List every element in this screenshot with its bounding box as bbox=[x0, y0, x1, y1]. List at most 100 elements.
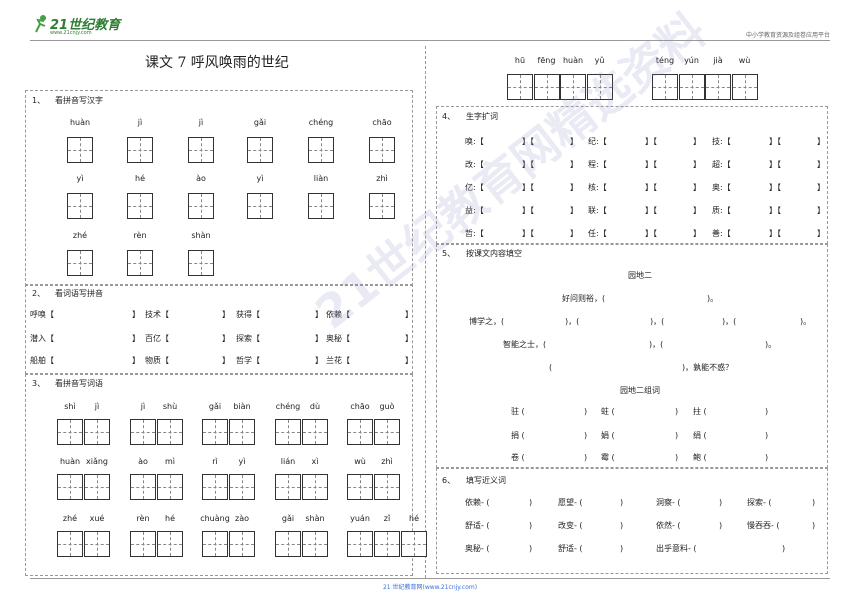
pinyin-label: huàn bbox=[562, 56, 584, 65]
bracket-mid: 】【 bbox=[645, 160, 657, 169]
column-divider bbox=[425, 46, 426, 578]
pinyin-label: hé bbox=[409, 514, 419, 523]
bracket-close: 】 bbox=[315, 334, 323, 343]
bracket-close: 】 bbox=[315, 310, 323, 319]
char-prompt: 任:【 bbox=[588, 229, 607, 238]
writing-cell bbox=[229, 419, 255, 445]
writing-cell bbox=[374, 474, 400, 500]
pinyin-label: zhé bbox=[62, 514, 78, 523]
writing-cell bbox=[130, 474, 156, 500]
pinyin-label: ào bbox=[138, 457, 148, 466]
writing-cell bbox=[202, 419, 228, 445]
blank-text: )。 bbox=[707, 294, 719, 303]
bracket-close: ) bbox=[584, 453, 588, 462]
bracket-close: ) bbox=[765, 453, 769, 462]
char-prompt: 纪:【 bbox=[588, 137, 607, 146]
bracket-close: ) bbox=[719, 498, 723, 507]
writing-cell bbox=[57, 419, 83, 445]
writing-cell bbox=[374, 419, 400, 445]
bracket-close: 】 bbox=[222, 310, 230, 319]
writing-cell bbox=[229, 474, 255, 500]
pinyin-label: huàn bbox=[69, 118, 91, 127]
char-prompt: 益:【 bbox=[465, 206, 484, 215]
s6-heading: 填写近义词 bbox=[466, 476, 506, 485]
word-prompt: 潜入【 bbox=[30, 334, 54, 343]
writing-cell bbox=[678, 74, 705, 100]
pinyin-label: gǎi bbox=[253, 118, 267, 127]
s2-heading: 看词语写拼音 bbox=[55, 289, 103, 298]
page-title: 课文 7 呼风唤雨的世纪 bbox=[145, 55, 289, 71]
s1-heading: 看拼音写汉字 bbox=[55, 96, 103, 105]
bracket-close: 】 bbox=[132, 310, 140, 319]
pinyin-label: zào bbox=[235, 514, 249, 523]
section-1 bbox=[25, 90, 413, 286]
bracket-close: 】 bbox=[405, 334, 413, 343]
char-prompt: 奥:【 bbox=[712, 183, 731, 192]
pinyin-label: hé bbox=[165, 514, 175, 523]
writing-cell bbox=[302, 419, 328, 445]
writing-cell bbox=[67, 193, 93, 219]
synonym-prompt: 舒适- ( bbox=[465, 521, 490, 530]
pinyin-label: liàn bbox=[313, 174, 329, 183]
pinyin-label: dù bbox=[309, 402, 321, 411]
bracket-close: ) bbox=[584, 407, 588, 416]
group-prompt: 驻 ( bbox=[511, 407, 525, 416]
bracket-close: 】 bbox=[405, 356, 413, 365]
pinyin-label: jià bbox=[713, 56, 723, 65]
pinyin-label: xì bbox=[311, 457, 319, 466]
writing-cell bbox=[188, 137, 214, 163]
synonym-prompt: 依赖- ( bbox=[465, 498, 490, 507]
word-prompt: 哲学【 bbox=[236, 356, 260, 365]
pinyin-label: yì bbox=[238, 457, 246, 466]
s1-num: 1、 bbox=[32, 96, 46, 105]
pinyin-label: wù bbox=[354, 457, 366, 466]
writing-cell bbox=[127, 137, 153, 163]
synonym-prompt: 愿望- ( bbox=[558, 498, 583, 507]
bracket-end: 】 bbox=[817, 160, 825, 169]
pinyin-label: chāo bbox=[372, 118, 392, 127]
writing-cell bbox=[84, 474, 110, 500]
writing-cell bbox=[560, 74, 586, 100]
writing-cell bbox=[247, 193, 273, 219]
bracket-close: ) bbox=[584, 431, 588, 440]
bracket-mid: 】【 bbox=[522, 160, 534, 169]
writing-cell bbox=[652, 74, 678, 100]
bracket-close: ) bbox=[675, 453, 679, 462]
pinyin-label: hū bbox=[514, 56, 526, 65]
bracket-end: 】 bbox=[693, 229, 701, 238]
pinyin-label: jì bbox=[140, 402, 146, 411]
bracket-end: 】 bbox=[570, 160, 578, 169]
section-4 bbox=[436, 106, 828, 244]
writing-cell bbox=[202, 531, 228, 557]
blank-text: )，( bbox=[722, 317, 737, 326]
pinyin-label: chuàng bbox=[200, 514, 230, 523]
char-prompt: 唤:【 bbox=[465, 137, 484, 146]
s5-heading: 按课文内容填空 bbox=[466, 249, 522, 258]
word-prompt: 探索【 bbox=[236, 334, 260, 343]
pinyin-label: hé bbox=[135, 174, 145, 183]
bracket-mid: 】【 bbox=[522, 183, 534, 192]
bracket-end: 】 bbox=[570, 137, 578, 146]
pinyin-label: yì bbox=[256, 174, 264, 183]
pinyin-label: zhì bbox=[381, 457, 393, 466]
group-prompt: 拄 ( bbox=[693, 407, 707, 416]
bracket-close: 】 bbox=[222, 334, 230, 343]
bracket-close: ) bbox=[719, 521, 723, 530]
bracket-mid: 】【 bbox=[769, 206, 781, 215]
char-prompt: 改:【 bbox=[465, 160, 484, 169]
blank-text: )。 bbox=[765, 340, 777, 349]
writing-cell bbox=[731, 74, 758, 100]
synonym-prompt: 出乎意料- ( bbox=[656, 544, 697, 553]
bracket-mid: 】【 bbox=[522, 229, 534, 238]
char-prompt: 质:【 bbox=[712, 206, 731, 215]
bracket-end: 】 bbox=[693, 137, 701, 146]
bracket-mid: 】【 bbox=[769, 183, 781, 192]
pinyin-label: huàn bbox=[59, 457, 81, 466]
group-prompt: 卷 ( bbox=[511, 453, 525, 462]
pinyin-label: ào bbox=[196, 174, 206, 183]
blank-text: 博学之，( bbox=[469, 317, 505, 326]
pinyin-label: shàn bbox=[305, 514, 325, 523]
char-prompt: 善:【 bbox=[712, 229, 731, 238]
writing-cell bbox=[84, 531, 110, 557]
synonym-prompt: 奥秘- ( bbox=[465, 544, 490, 553]
